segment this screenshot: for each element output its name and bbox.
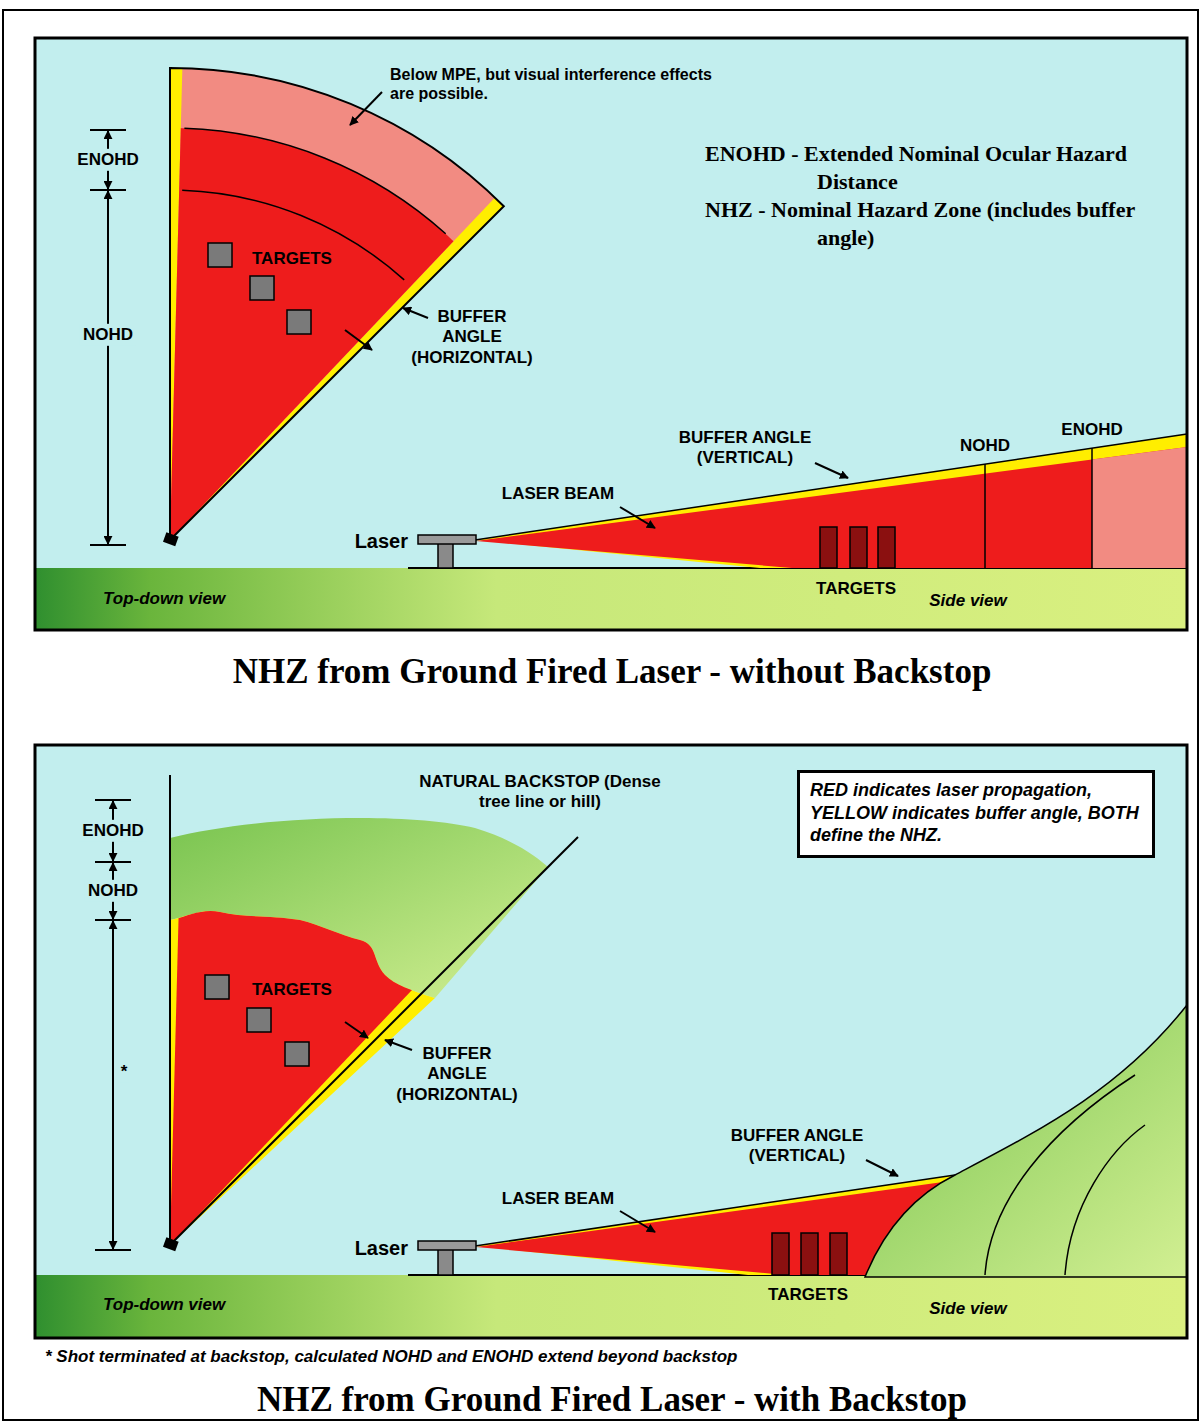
view-label: Top-down view	[103, 1295, 225, 1315]
dimension-label: NOHD	[80, 324, 136, 346]
laser-label: Laser	[355, 530, 408, 553]
buffer-label: BUFFER ANGLE (VERTICAL)	[727, 1126, 867, 1167]
outer-frame	[3, 10, 1198, 1420]
distance-label: ENOHD	[1061, 420, 1122, 440]
note-label: Below MPE, but visual interference effec…	[390, 65, 735, 103]
view-label: Side view	[929, 1299, 1006, 1319]
footnote: * Shot terminated at backstop, calculate…	[45, 1347, 737, 1367]
buffer-label: BUFFER ANGLE (HORIZONTAL)	[411, 307, 532, 368]
target-label: TARGETS	[816, 579, 896, 599]
definition-text: NHZ - Nominal Hazard Zone (includes buff…	[705, 196, 1177, 251]
definition-text: ENOHD - Extended Nominal Ocular Hazard D…	[705, 140, 1201, 195]
panel-caption: NHZ from Ground Fired Laser - with Backs…	[257, 1380, 967, 1420]
laser-label: Laser	[355, 1237, 408, 1260]
backstop-label: NATURAL BACKSTOP (Dense tree line or hil…	[410, 772, 670, 813]
distance-label: NOHD	[960, 436, 1010, 456]
panel-without-backstop	[35, 38, 1187, 630]
buffer-label: BUFFER ANGLE (HORIZONTAL)	[396, 1044, 517, 1105]
beam-label: LASER BEAM	[502, 1189, 614, 1209]
note-box: RED indicates laser propagation, YELLOW …	[797, 770, 1155, 858]
beam-label: LASER BEAM	[502, 484, 614, 504]
dimension-label: ENOHD	[74, 149, 141, 171]
buffer-label: BUFFER ANGLE (VERTICAL)	[675, 428, 815, 469]
panel-with-backstop	[35, 745, 1187, 1338]
dimension-label: ENOHD	[79, 820, 146, 842]
target-label: TARGETS	[252, 980, 332, 1000]
view-label: Top-down view	[103, 589, 225, 609]
panel-caption: NHZ from Ground Fired Laser - without Ba…	[233, 652, 992, 692]
dimension-label: *	[118, 1061, 131, 1083]
note-text: RED indicates laser propagation, YELLOW …	[810, 779, 1142, 847]
dimension-label: NOHD	[85, 880, 141, 902]
view-label: Side view	[929, 591, 1006, 611]
target-label: TARGETS	[768, 1285, 848, 1305]
target-label: TARGETS	[252, 249, 332, 269]
